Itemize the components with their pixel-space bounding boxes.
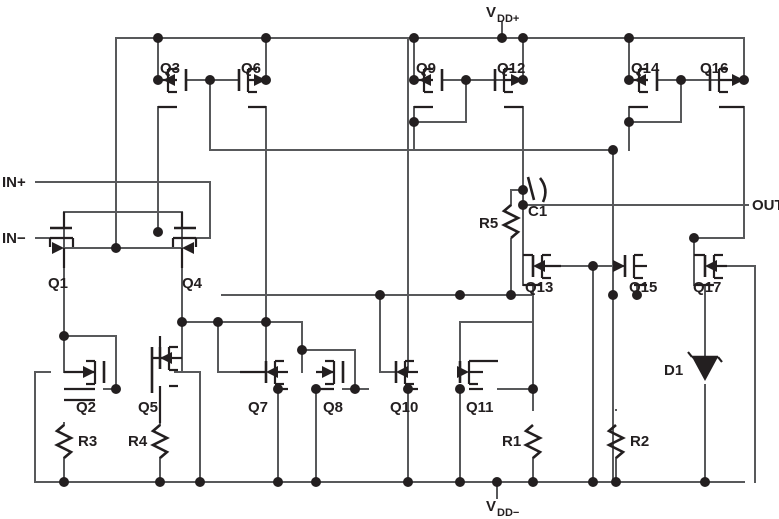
resistor-R4 <box>150 424 170 459</box>
transistor-label-Q17: Q17 <box>693 279 721 296</box>
resistor-R3 <box>54 424 74 459</box>
transistor-label-Q10: Q10 <box>390 399 418 416</box>
transistor-Q5 <box>158 336 182 423</box>
transistor-label-Q16: Q16 <box>700 60 728 77</box>
transistor-Q17 <box>694 253 727 287</box>
transistor-label-Q7: Q7 <box>248 399 268 416</box>
port-label-vdd-minus: V DD− <box>486 498 519 519</box>
transistor-label-Q13: Q13 <box>525 279 553 296</box>
capacitor-C1 <box>526 176 547 203</box>
junction-dots <box>59 33 749 487</box>
transistor-label-Q14: Q14 <box>631 60 660 77</box>
resistor-label-R2: R2 <box>630 433 649 450</box>
transistor-Q15 <box>613 253 647 287</box>
diode-D1 <box>687 351 723 381</box>
resistor-label-R4: R4 <box>128 433 148 450</box>
resistor-label-R1: R1 <box>502 433 521 450</box>
transistor-label-Q11: Q11 <box>466 399 494 416</box>
port-label-out: OUT <box>752 197 779 214</box>
vdd-plus-sub: DD+ <box>497 13 519 25</box>
vdd-plus-main: V <box>486 4 496 21</box>
transistor-label-Q4: Q4 <box>182 275 203 292</box>
transistor-Q11 <box>457 359 498 391</box>
port-label-in-plus: IN+ <box>2 174 26 191</box>
resistor-R5 <box>501 204 521 239</box>
vdd-minus-main: V <box>486 498 496 515</box>
resistor-label-R3: R3 <box>78 433 97 450</box>
transistor-label-Q3: Q3 <box>160 60 180 77</box>
capacitor-label-C1: C1 <box>528 203 547 220</box>
transistor-Q4 <box>171 212 198 268</box>
transistor-Q12 <box>493 67 523 109</box>
transistor-Q1 <box>48 212 75 268</box>
port-label-in-minus: IN− <box>2 230 26 247</box>
transistor-label-Q12: Q12 <box>497 60 525 77</box>
resistor-label-R5: R5 <box>479 215 498 232</box>
wire-layer <box>34 21 756 499</box>
transistor-label-Q9: Q9 <box>416 60 436 77</box>
diode-label-D1: D1 <box>664 362 683 379</box>
vdd-minus-sub: DD− <box>497 507 519 519</box>
transistor-Q16 <box>708 67 744 109</box>
transistor-Q5-body <box>150 347 169 393</box>
transistor-label-Q2: Q2 <box>76 399 96 416</box>
transistor-Q14 <box>629 67 659 109</box>
resistor-R2 <box>606 424 626 459</box>
transistor-Q7 <box>240 359 288 391</box>
transistor-label-Q8: Q8 <box>323 399 343 416</box>
resistor-R1 <box>523 424 543 459</box>
transistor-label-Q5: Q5 <box>138 399 158 416</box>
transistor-label-Q6: Q6 <box>241 60 261 77</box>
transistor-Q13 <box>523 253 561 287</box>
transistor-Q2 <box>64 359 106 402</box>
transistor-label-Q1: Q1 <box>48 275 68 292</box>
transistor-Q8 <box>316 359 345 391</box>
port-label-vdd-plus: V DD+ <box>486 4 519 25</box>
transistor-Q9 <box>414 67 444 109</box>
